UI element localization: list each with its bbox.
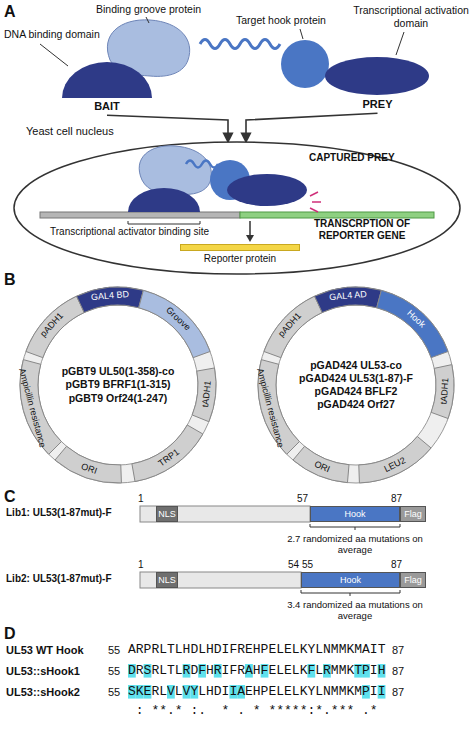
bracket bbox=[310, 524, 400, 530]
plasmid-ring bbox=[276, 305, 436, 465]
plasmid-segment bbox=[26, 296, 84, 357]
label: ARPRLTLHDLHDIFREHPELELKYLNMMKMAIT bbox=[128, 642, 385, 658]
node-label: pGBT9 UL50(1-358)-co bbox=[62, 365, 175, 378]
node-shape bbox=[52, 62, 162, 98]
node-label: Yeast cell nucleus bbox=[26, 125, 114, 138]
label: B bbox=[4, 270, 16, 289]
label: 57 bbox=[297, 493, 308, 505]
protein-bar bbox=[140, 572, 301, 588]
label: 87 bbox=[392, 665, 404, 678]
label: C bbox=[4, 487, 16, 506]
node-label: PREY bbox=[320, 98, 435, 111]
nucleus-ellipse: Yeast cell nucleusCAPTURED PREY Reporter … bbox=[10, 128, 464, 278]
label: 55 bbox=[108, 644, 120, 657]
label: Lib2: UL53(1-87mut)-F bbox=[6, 573, 112, 585]
node-label: pGAD424 UL53(1-87)-F bbox=[299, 372, 413, 385]
plasmid-segment bbox=[132, 425, 203, 482]
node-label: BAIT bbox=[52, 100, 162, 113]
label: Binding groove protein bbox=[96, 3, 201, 16]
captured-prey: CAPTURED PREY bbox=[205, 150, 395, 208]
label: 87 bbox=[392, 644, 404, 657]
plasmid-ring bbox=[20, 287, 216, 483]
node-label: pGBT9 Orf24(1-247) bbox=[69, 392, 168, 405]
label: 87 bbox=[392, 686, 404, 699]
segment-label: tADH1 bbox=[439, 378, 450, 405]
label: Transcriptional activator binding site bbox=[50, 226, 209, 238]
plasmid-segment bbox=[359, 436, 431, 483]
plasmid-segment bbox=[431, 365, 454, 419]
node-label: Flag bbox=[404, 510, 422, 519]
plasmid-ring bbox=[258, 287, 454, 483]
leader-line bbox=[40, 44, 68, 66]
hook-helix bbox=[200, 40, 280, 49]
label: 55 bbox=[302, 559, 313, 571]
label: 87 bbox=[391, 559, 402, 571]
node-label: Hook bbox=[340, 576, 361, 585]
label: 2.7 randomized aa mutations on average bbox=[280, 533, 430, 556]
label: TRANSCRPTION OF REPORTER GENE bbox=[302, 218, 422, 242]
leader-line bbox=[300, 29, 303, 39]
label: UL53::sHook1 bbox=[6, 665, 80, 678]
label: SKERLVLVYLHDIIAEHPELELKYLNMMKMPII bbox=[128, 684, 385, 700]
plasmid-name: pGBT9 UL50(1-358)-copGBT9 BFRF1(1-315)pG… bbox=[43, 350, 193, 420]
node-label: NLS bbox=[158, 576, 176, 585]
node-label: pGAD424 Orf27 bbox=[317, 398, 395, 411]
label: DRSRLTLRDFHRIFRAHFELELKFLRMMKTPIH bbox=[128, 663, 385, 679]
plasmid-segment bbox=[264, 296, 322, 357]
hook-protein bbox=[281, 40, 329, 88]
bait-protein: BAIT bbox=[52, 62, 162, 113]
hook-box: Hook bbox=[310, 506, 400, 522]
plasmid-segment bbox=[315, 287, 382, 312]
nls-box: NLS bbox=[156, 572, 178, 588]
label: UL53::sHook2 bbox=[6, 686, 80, 699]
protein-bar bbox=[140, 506, 310, 522]
label: : **.* :. * . * *****:*.*** .* bbox=[128, 703, 378, 719]
label: 87 bbox=[391, 493, 402, 505]
label: DNA binding domain bbox=[4, 28, 100, 41]
merge-arrow bbox=[107, 115, 228, 142]
flag-box: Flag bbox=[400, 506, 426, 522]
plasmid-segment bbox=[77, 287, 144, 312]
label: Target hook protein bbox=[236, 14, 326, 27]
flag-box: Flag bbox=[400, 572, 426, 588]
leader-line bbox=[396, 32, 404, 55]
label: 3.4 randomized aa mutations on average bbox=[280, 599, 430, 622]
label: 1 bbox=[138, 493, 144, 505]
plasmid-segment bbox=[377, 290, 448, 357]
plasmid-name: pGAD424 UL53-copGAD424 UL53(1-87)-FpGAD4… bbox=[281, 350, 431, 420]
hook-box: Hook bbox=[301, 572, 400, 588]
label: 55 bbox=[108, 686, 120, 699]
nls-box: NLS bbox=[156, 506, 178, 522]
plasmid-segment bbox=[293, 446, 349, 482]
plasmid-segment bbox=[55, 446, 121, 483]
label: 54 bbox=[288, 559, 299, 571]
plasmid-segment bbox=[192, 368, 216, 422]
node-label: Flag bbox=[404, 576, 422, 585]
node-label: pGAD424 BFLF2 bbox=[315, 385, 398, 398]
node-label: pGBT9 BFRF1(1-315) bbox=[65, 378, 170, 391]
bracket bbox=[301, 590, 400, 596]
plasmid-segment bbox=[139, 290, 210, 357]
label: Lib1: UL53(1-87mut)-F bbox=[6, 507, 112, 519]
reporter-bar: Reporter protein bbox=[180, 244, 300, 265]
label: A bbox=[4, 2, 16, 21]
node-label: Hook bbox=[344, 510, 365, 519]
label: 55 bbox=[108, 665, 120, 678]
node-label: NLS bbox=[158, 510, 176, 519]
merge-arrow bbox=[246, 113, 378, 142]
label: 1 bbox=[138, 559, 144, 571]
label: UL53 WT Hook bbox=[6, 644, 84, 657]
node-label: pGAD424 UL53-co bbox=[310, 359, 402, 372]
node-label: Reporter protein bbox=[180, 253, 300, 265]
node-label: CAPTURED PREY bbox=[309, 152, 395, 164]
label: Transcriptional activation domain bbox=[352, 4, 470, 29]
leader-line bbox=[146, 17, 149, 23]
reporter-protein-bar bbox=[180, 244, 300, 251]
prey-protein: PREY bbox=[320, 56, 435, 111]
plasmid-ring bbox=[38, 305, 198, 465]
node-shape bbox=[320, 56, 435, 96]
label: D bbox=[4, 624, 16, 643]
